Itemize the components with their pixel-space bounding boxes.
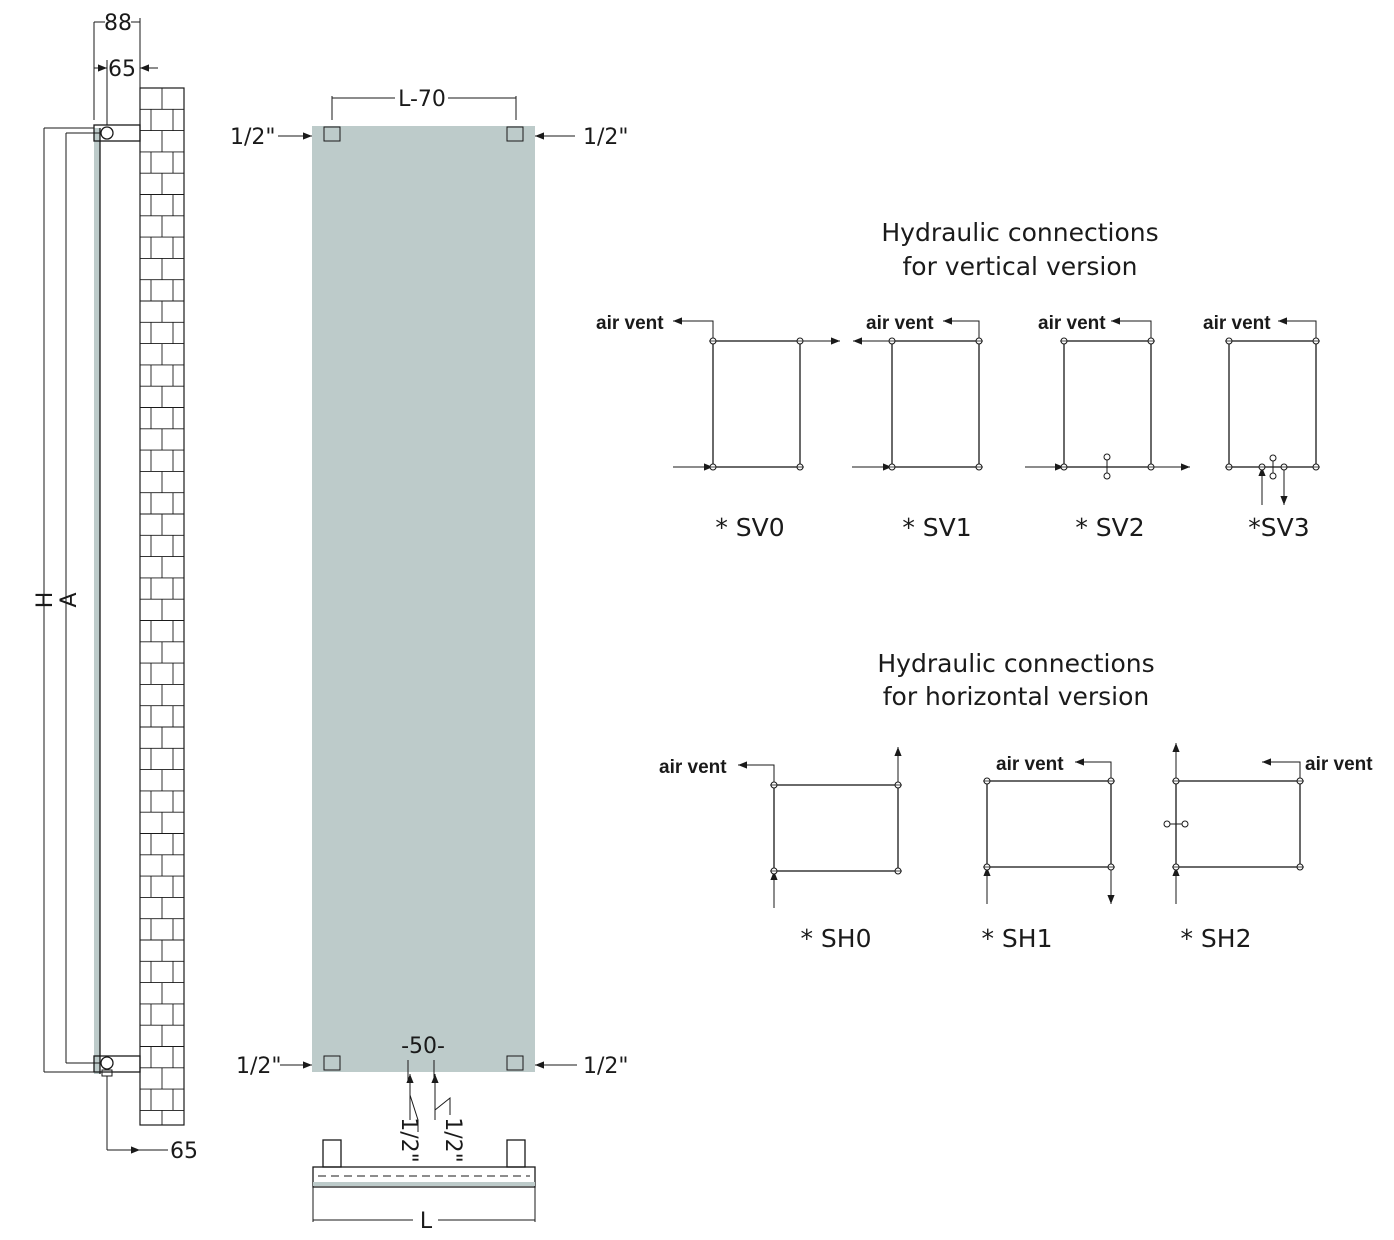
scheme-sv0: air vent * SV0 bbox=[596, 313, 840, 542]
sv2-code: * SV2 bbox=[1075, 513, 1144, 542]
sh1-code: * SH1 bbox=[981, 924, 1052, 953]
dim-depth-65: 65 bbox=[108, 57, 136, 82]
scheme-sh0: air vent * SH0 bbox=[659, 747, 902, 953]
dim-top-centers: L-70 bbox=[398, 87, 446, 112]
front-view: L-70 1/2" 1/2" 1/2" 1/2" -50- 1/2" 1/2" bbox=[230, 87, 629, 1234]
sh2-air-vent: air vent bbox=[1305, 754, 1373, 775]
scheme-sh2: air vent * SH2 bbox=[1163, 743, 1373, 953]
vertical-connections: Hydraulic connections for vertical versi… bbox=[596, 218, 1320, 542]
top-view: L bbox=[312, 1139, 536, 1234]
sv3-air-vent: air vent bbox=[1203, 313, 1271, 334]
bottom-collector-pipe bbox=[100, 1056, 114, 1070]
conn-bottom-pipe-left: 1/2" bbox=[396, 1117, 421, 1163]
dim-height-H: H bbox=[33, 592, 58, 609]
dim-width-L: L bbox=[420, 1209, 433, 1234]
sh0-code: * SH0 bbox=[800, 924, 871, 953]
scheme-sh1: air vent * SH1 bbox=[981, 754, 1115, 953]
sh1-air-vent: air vent bbox=[996, 754, 1064, 775]
dim-bottom-65: 65 bbox=[170, 1139, 198, 1164]
conn-bottom-pipe-right: 1/2" bbox=[440, 1117, 465, 1163]
vertical-title-line1: Hydraulic connections bbox=[881, 218, 1158, 247]
vertical-title-line2: for vertical version bbox=[902, 252, 1137, 281]
sv3-code: *SV3 bbox=[1248, 513, 1309, 542]
conn-bottom-right: 1/2" bbox=[583, 1054, 629, 1079]
horizontal-title-line1: Hydraulic connections bbox=[877, 649, 1154, 678]
conn-top-right: 1/2" bbox=[583, 125, 629, 150]
horizontal-connections: Hydraulic connections for horizontal ver… bbox=[659, 649, 1373, 953]
scheme-sv3: air vent *SV3 bbox=[1203, 313, 1320, 542]
conn-bottom-left: 1/2" bbox=[236, 1054, 282, 1079]
side-panel-front bbox=[94, 128, 100, 1074]
scheme-sv2: air vent * SV2 bbox=[1025, 313, 1190, 542]
top-collector-pipe bbox=[100, 126, 114, 140]
sv1-code: * SV1 bbox=[902, 513, 971, 542]
dim-depth-88: 88 bbox=[104, 11, 132, 36]
brick-wall bbox=[139, 87, 185, 1126]
dim-axis-A: A bbox=[57, 592, 82, 607]
sv0-code: * SV0 bbox=[715, 513, 784, 542]
horizontal-title-line2: for horizontal version bbox=[883, 682, 1150, 711]
dim-bottom-centers: -50- bbox=[401, 1034, 445, 1059]
conn-top-left: 1/2" bbox=[230, 125, 276, 150]
sv0-air-vent: air vent bbox=[596, 313, 664, 334]
radiator-panel bbox=[312, 126, 535, 1072]
sv1-air-vent: air vent bbox=[866, 313, 934, 334]
scheme-sv1: air vent * SV1 bbox=[852, 313, 983, 542]
sv2-air-vent: air vent bbox=[1038, 313, 1106, 334]
sh0-air-vent: air vent bbox=[659, 757, 727, 778]
sh2-code: * SH2 bbox=[1180, 924, 1251, 953]
side-view: 88 65 H A 65 bbox=[33, 11, 198, 1164]
